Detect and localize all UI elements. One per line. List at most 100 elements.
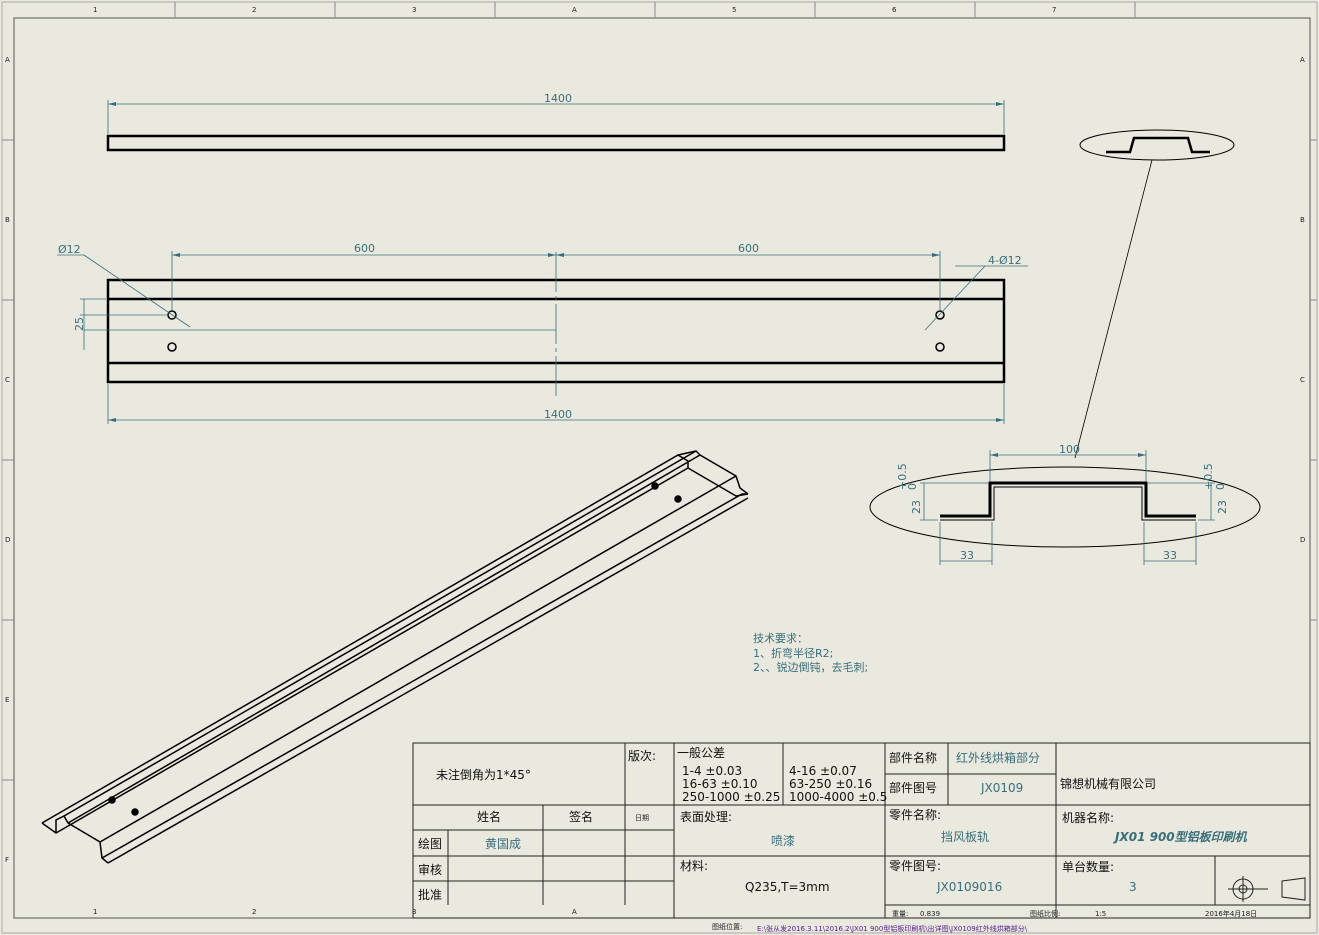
tol-3: 250-1000 ±0.25 bbox=[682, 790, 780, 804]
component-no-value: JX0109016 bbox=[936, 880, 1002, 894]
name-label: 姓名 bbox=[477, 809, 501, 824]
machine-label: 机器名称: bbox=[1062, 810, 1114, 825]
tol-2: 16-63 ±0.10 bbox=[682, 777, 757, 791]
spacing-right-dim: 600 bbox=[738, 242, 759, 255]
tol-left-upper: +0.5 bbox=[896, 463, 909, 490]
machine-value: JX01 900型铝板印刷机 bbox=[1113, 830, 1248, 844]
tol-left-lower: 0 bbox=[906, 483, 919, 490]
flange-right-dim: 33 bbox=[1163, 549, 1177, 562]
detail-ellipse bbox=[869, 466, 1261, 548]
iso-hole bbox=[131, 808, 139, 816]
component-name-value: 挡风板轨 bbox=[941, 830, 989, 844]
flange-left-dim: 33 bbox=[960, 549, 974, 562]
section-width-dim: 100 bbox=[1059, 443, 1080, 456]
zone-col-3: 3 bbox=[412, 6, 416, 14]
projection-symbol-icon bbox=[1228, 876, 1306, 902]
front-length-dim: 1400 bbox=[544, 408, 572, 421]
date-label: 日期 bbox=[635, 814, 649, 822]
top-view: 1400 bbox=[106, 92, 1006, 152]
top-length-dim: 1400 bbox=[544, 92, 572, 105]
tol-right-upper: +0.5 bbox=[1202, 463, 1215, 490]
zone-col-3-bottom: 3 bbox=[412, 908, 416, 916]
technical-notes: 技术要求： 1、折弯半径R2; 2、、锐边倒钝，去毛刺; bbox=[753, 632, 868, 674]
zone-row-b: B bbox=[5, 216, 10, 224]
tol-6: 1000-4000 ±0.5 bbox=[789, 790, 887, 804]
path-value: E:\张从发2016.3.11\2016.2\JX01 900型铝板印刷机\出详… bbox=[757, 924, 1028, 933]
height-right-dim: 23 bbox=[1216, 500, 1229, 514]
draw-value: 黄国成 bbox=[485, 837, 521, 851]
spacing-left-dim: 600 bbox=[354, 242, 375, 255]
company-name: 锦想机械有限公司 bbox=[1060, 776, 1156, 791]
zone-col-7: 7 bbox=[1052, 6, 1056, 14]
zone-col-4-bottom: A bbox=[572, 908, 577, 916]
top-view-outline bbox=[106, 134, 1006, 152]
title-block-text: 未注倒角为1*45° 版次: 一般公差 1-4 ±0.03 16-63 ±0.1… bbox=[418, 745, 1257, 933]
tolerance-title: 一般公差 bbox=[677, 745, 725, 760]
iso-hole bbox=[108, 796, 116, 804]
review-label: 审核 bbox=[418, 862, 442, 877]
notes-line-1: 1、折弯半径R2; bbox=[753, 646, 833, 660]
revision-label: 版次: bbox=[628, 749, 656, 763]
tol-5: 63-250 ±0.16 bbox=[789, 777, 872, 791]
front-view: 600 600 Ø12 4-Ø12 25 1400 bbox=[57, 242, 1028, 424]
date-value: 2016年4月18日 bbox=[1205, 909, 1257, 918]
zone-col-1: 1 bbox=[93, 6, 97, 14]
zone-row-a-right: A bbox=[1300, 56, 1305, 64]
zone-labels-rows: A B C D E F A B C D bbox=[2, 56, 1317, 864]
material-value: Q235,T=3mm bbox=[745, 880, 830, 894]
tol-4: 4-16 ±0.07 bbox=[789, 764, 857, 778]
qty-value: 3 bbox=[1129, 880, 1137, 894]
zone-col-2-bottom: 2 bbox=[252, 908, 256, 916]
sign-label: 签名 bbox=[569, 809, 593, 824]
hole bbox=[935, 342, 945, 352]
section-callout-ellipse bbox=[1079, 129, 1235, 161]
surface-value: 喷漆 bbox=[771, 834, 795, 848]
component-name-label: 零件名称: bbox=[889, 807, 941, 822]
zone-col-6: 6 bbox=[892, 6, 897, 14]
zone-col-5: 5 bbox=[732, 6, 736, 14]
zone-row-c: C bbox=[5, 376, 10, 384]
section-detail: 100 33 33 23 +0.5 0 23 +0.5 0 bbox=[869, 443, 1261, 565]
zone-labels-bottom: 1 2 3 A bbox=[93, 908, 577, 916]
notes-title: 技术要求： bbox=[753, 632, 808, 645]
approve-label: 批准 bbox=[418, 887, 442, 902]
zone-row-d-right: D bbox=[1300, 536, 1305, 544]
iso-hole bbox=[651, 482, 659, 490]
part-no-label: 部件图号 bbox=[889, 780, 937, 795]
scale-value: 1:5 bbox=[1095, 910, 1106, 918]
hole-offset-dim: 25 bbox=[73, 317, 86, 331]
isometric-view bbox=[41, 450, 749, 864]
surface-label: 表面处理: bbox=[680, 810, 732, 824]
weight-value: 0.839 bbox=[920, 910, 940, 918]
path-label: 图纸位置: bbox=[712, 922, 742, 931]
zone-row-d: D bbox=[5, 536, 10, 544]
material-label: 材料: bbox=[680, 859, 708, 873]
section-mark bbox=[1074, 129, 1235, 459]
title-block bbox=[412, 742, 1311, 919]
zone-col-1-bottom: 1 bbox=[93, 908, 97, 916]
chamfer-note: 未注倒角为1*45° bbox=[436, 767, 531, 782]
zone-row-b-right: B bbox=[1300, 216, 1305, 224]
zone-row-a: A bbox=[5, 56, 10, 64]
hole bbox=[935, 310, 945, 320]
weight-label: 重量: bbox=[892, 910, 908, 918]
hole bbox=[167, 342, 177, 352]
part-no-value: JX0109 bbox=[980, 781, 1023, 795]
zone-row-e: E bbox=[5, 696, 9, 704]
zone-row-f: F bbox=[5, 856, 9, 864]
zone-labels-top: 1 2 3 A 5 6 7 bbox=[93, 2, 1136, 18]
tol-right-lower: 0 bbox=[1214, 483, 1227, 490]
scale-label: 图纸比例: bbox=[1030, 909, 1060, 918]
zone-col-2: 2 bbox=[252, 6, 256, 14]
part-name-label: 部件名称 bbox=[889, 750, 937, 765]
hole-dia-label: Ø12 bbox=[58, 243, 81, 256]
zone-row-c-right: C bbox=[1300, 376, 1305, 384]
qty-label: 单台数量: bbox=[1062, 859, 1114, 874]
iso-hole bbox=[674, 495, 682, 503]
component-no-label: 零件图号: bbox=[889, 859, 941, 873]
zone-col-4: A bbox=[572, 6, 577, 14]
part-name-value: 红外线烘箱部分 bbox=[956, 750, 1040, 765]
holes-callout: 4-Ø12 bbox=[988, 254, 1022, 267]
